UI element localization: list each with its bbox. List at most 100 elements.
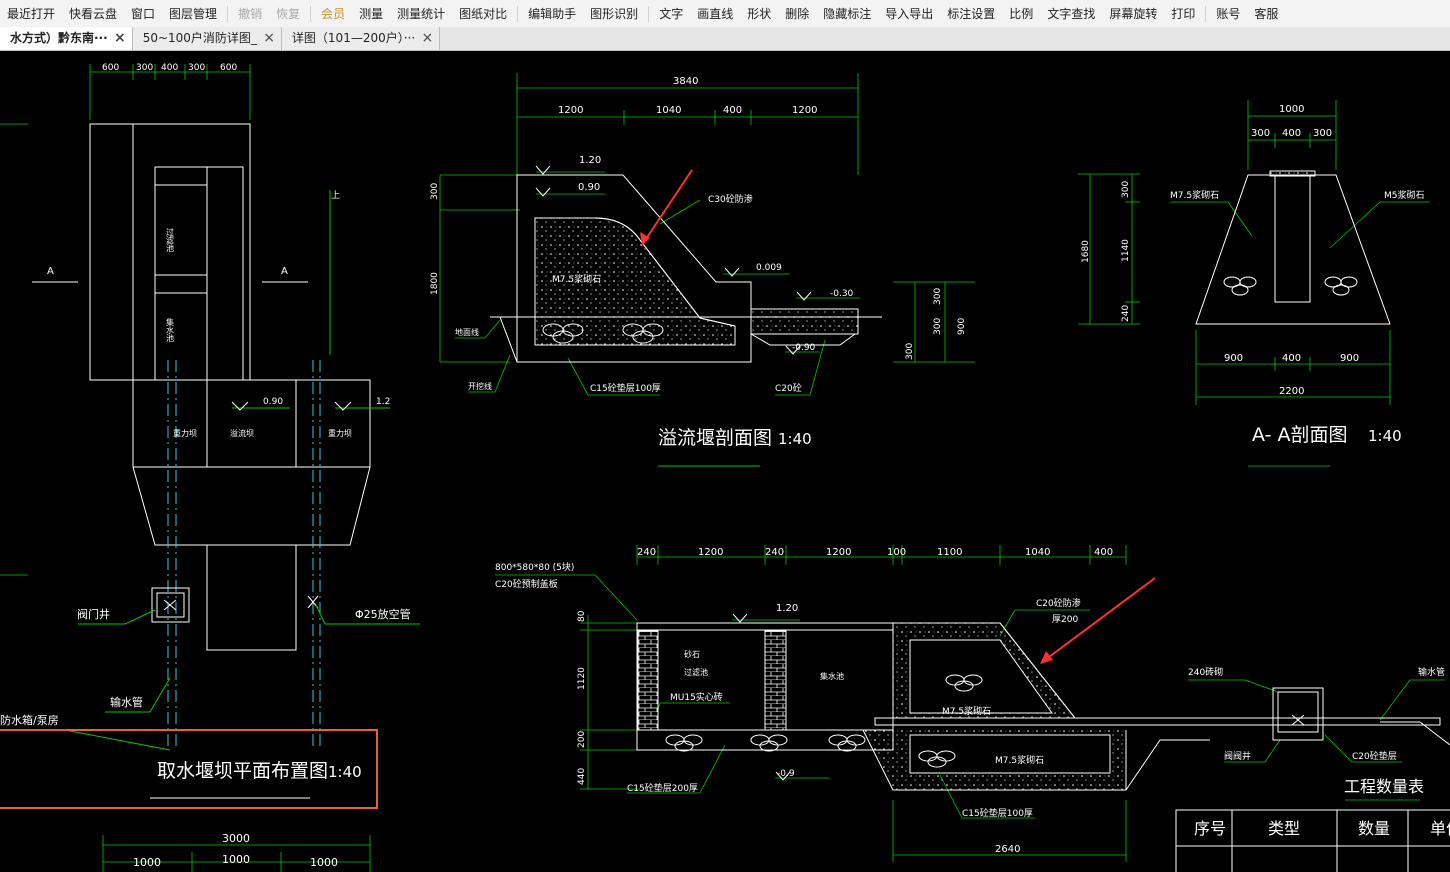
close-icon[interactable]: × <box>263 30 275 46</box>
toolbar-separator <box>517 5 519 22</box>
document-tab-2[interactable]: 详图（101—200户）··· × <box>281 27 441 50</box>
aa-dim-b1: 900 <box>1224 353 1243 364</box>
toolbar-item-15[interactable]: 删除 <box>785 7 810 21</box>
toolbar-item-24[interactable]: 客服 <box>1254 7 1279 21</box>
plan-dim-5: 600 <box>220 63 237 73</box>
plan-pipe-label: 输水管 <box>110 695 143 709</box>
ov-vdim-6: 900 <box>957 318 967 335</box>
fs-c20-anti-2: 厚200 <box>1052 614 1078 625</box>
toolbar-item-13[interactable]: 画直线 <box>697 7 734 21</box>
fs-dim-8: 400 <box>1094 547 1113 558</box>
plan-dim-2: 300 <box>136 63 153 73</box>
aa-m75-label: M7.5浆砌石 <box>1170 189 1219 201</box>
fs-dim-1: 240 <box>637 547 656 558</box>
fs-mu15-label: MU15实心砖 <box>670 691 723 703</box>
plan-collect-label: 集水池 <box>166 317 175 342</box>
toolbar-item-3[interactable]: 图层管理 <box>169 7 218 21</box>
tab-label: 详图（101—200户）··· <box>291 31 416 45</box>
toolbar-item-22[interactable]: 打印 <box>1171 7 1196 21</box>
fs-m75-a: M7.5浆砌石 <box>942 705 991 717</box>
fs-elev-m09: -0.9 <box>777 769 795 779</box>
toolbar-item-0[interactable]: 最近打开 <box>7 7 56 21</box>
aa-m5-label: M5浆砌石 <box>1384 189 1425 201</box>
toolbar-item-17[interactable]: 导入导出 <box>885 7 934 21</box>
toolbar-item-19[interactable]: 比例 <box>1009 7 1034 21</box>
toolbar-item-16[interactable]: 隐藏标注 <box>823 7 872 21</box>
ov-c20-label: C20砼 <box>775 382 802 394</box>
section-mark-a-left: A <box>47 266 54 277</box>
toolbar-item-7[interactable]: 测量 <box>359 7 384 21</box>
fs-c15-100: C15砼垫层100厚 <box>962 807 1033 819</box>
toolbar-item-21[interactable]: 屏幕旋转 <box>1109 7 1158 21</box>
toolbar-item-9[interactable]: 图纸对比 <box>459 7 508 21</box>
fs-c20-anti: C20砼防渗 <box>1036 597 1081 609</box>
fs-vdim-1: 80 <box>577 610 587 622</box>
ov-dim-2: 1040 <box>656 105 681 116</box>
toolbar-item-1[interactable]: 快看云盘 <box>69 7 118 21</box>
toolbar-item-6[interactable]: 会员 <box>321 7 346 21</box>
fs-collect-label: 集水池 <box>820 671 844 681</box>
document-tab-1[interactable]: 50~100户消防详图_ × <box>132 27 282 50</box>
fs-vdim-3: 200 <box>577 731 587 748</box>
fs-vdim-4: 440 <box>577 768 587 785</box>
plan-dim-b3: 1000 <box>310 856 338 869</box>
plan-filter-label: 过滤池 <box>166 227 175 252</box>
plan-gravity-left: 重力坝 <box>173 428 197 438</box>
toolbar-item-18[interactable]: 标注设置 <box>947 7 996 21</box>
overflow-section <box>439 73 975 467</box>
fs-dim-7: 1040 <box>1025 547 1050 558</box>
toolbar-separator <box>648 5 650 22</box>
aa-vdim-total: 1680 <box>1081 240 1091 263</box>
fs-elev-120: 1.20 <box>776 603 798 614</box>
ov-dim-total: 3840 <box>673 76 698 87</box>
toolbar-item-20[interactable]: 文字查找 <box>1047 7 1096 21</box>
ov-ground-label: 地面线 <box>455 327 479 337</box>
plan-dim-b1: 1000 <box>133 856 161 869</box>
plan-dim-total: 3000 <box>222 832 250 845</box>
toolbar-item-12[interactable]: 文字 <box>659 7 684 21</box>
aa-vdim-2: 1140 <box>1121 239 1131 262</box>
toolbar-item-8[interactable]: 测量统计 <box>397 7 446 21</box>
plan-labels: A A 上 过滤池 集水池 重力坝 溢流坝 重力坝 0.90 1.2 阀门井 Φ… <box>0 190 411 869</box>
drawing-canvas[interactable]: 600 300 400 300 600 <box>0 51 1450 872</box>
fs-filter-label: 过滤池 <box>684 667 708 677</box>
aa-labels: 1000 300 400 300 900 400 900 2200 1680 3… <box>1081 104 1425 446</box>
ov-vdim-3: 300 <box>933 288 943 305</box>
ov-m75-label: M7.5浆砌石 <box>552 273 601 285</box>
close-icon[interactable]: × <box>113 30 126 46</box>
aa-dim-b2: 400 <box>1282 353 1301 364</box>
aa-dim-t1: 300 <box>1251 128 1270 139</box>
plan-elev-12: 1.2 <box>376 397 390 407</box>
plan-tank-label: 防水箱/泵房 <box>0 713 59 727</box>
ov-elev-090: 0.90 <box>578 182 600 193</box>
toolbar-separator <box>1205 5 1207 22</box>
plan-overflow: 溢流坝 <box>230 428 254 438</box>
aa-scale: 1:40 <box>1368 427 1402 445</box>
document-tab-0[interactable]: 水方式）黔东南···× <box>0 27 133 50</box>
close-icon[interactable]: × <box>421 30 434 46</box>
toolbar-item-14[interactable]: 形状 <box>747 7 772 21</box>
aa-section <box>1078 100 1430 467</box>
ov-dim-4: 1200 <box>792 105 817 116</box>
table-header-qty: 数量 <box>1358 819 1390 838</box>
toolbar-item-11[interactable]: 图形识别 <box>590 7 639 21</box>
aa-vdim-3: 240 <box>1121 305 1131 322</box>
fs-m75-b: M7.5浆砌石 <box>995 754 1044 766</box>
plan-view: 600 300 400 300 600 <box>0 63 420 872</box>
ov-vdim-2: 1800 <box>430 272 440 295</box>
table-header-index: 序号 <box>1194 819 1226 838</box>
toolbar-item-4[interactable]: 撤销 <box>238 7 263 21</box>
toolbar-item-10[interactable]: 编辑助手 <box>528 7 577 21</box>
toolbar-item-5[interactable]: 恢复 <box>276 7 301 21</box>
plan-gravity-right: 重力坝 <box>328 428 352 438</box>
ov-excav-label: 开挖线 <box>468 381 492 391</box>
aa-dim-top: 1000 <box>1279 104 1304 115</box>
toolbar-item-2[interactable]: 窗口 <box>131 7 156 21</box>
toolbar-item-23[interactable]: 账号 <box>1216 7 1241 21</box>
tab-label: 50~100户消防详图_ <box>142 31 257 45</box>
quantity-table: 工程数量表 序号 类型 数量 单位 <box>1175 777 1450 872</box>
table-title: 工程数量表 <box>1344 777 1424 796</box>
section-mark-a-right: A <box>281 266 288 277</box>
aa-dim-t2: 400 <box>1282 128 1301 139</box>
fs-pipe-label: 输水管 <box>1418 666 1445 678</box>
